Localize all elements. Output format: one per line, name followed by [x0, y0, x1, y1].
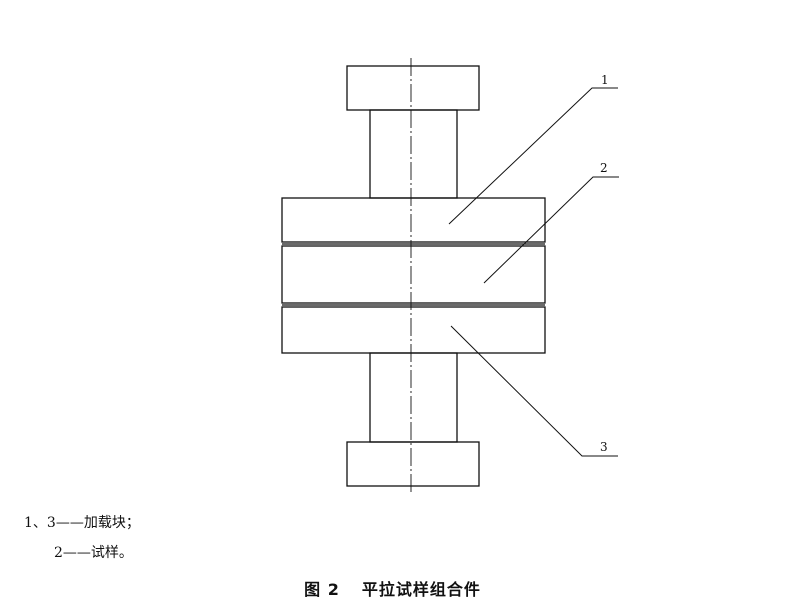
lower-shaft — [369, 352, 458, 443]
figure-number: 图 2 — [304, 580, 340, 599]
callout-label-2: 2 — [600, 161, 608, 175]
lower-loading-block — [281, 306, 546, 354]
figure-caption: 图 2 平拉试样组合件 — [0, 576, 785, 600]
figure-title: 平拉试样组合件 — [361, 580, 481, 599]
lower-cap — [346, 441, 480, 487]
leader-line-2 — [483, 176, 619, 284]
upper-loading-block — [281, 197, 546, 243]
upper-shaft — [369, 109, 458, 199]
callout-label-3: 3 — [600, 440, 608, 454]
leader-line-1 — [448, 87, 618, 225]
leader-line-3 — [450, 325, 618, 457]
assembly-diagram: 1 2 3 — [281, 58, 619, 494]
legend-loading-block: 1、3——加载块； — [24, 515, 140, 531]
callout-label-1: 1 — [601, 73, 609, 87]
specimen — [281, 245, 546, 304]
legend-specimen: 2——试样。 — [54, 545, 133, 561]
upper-cap — [346, 65, 480, 111]
